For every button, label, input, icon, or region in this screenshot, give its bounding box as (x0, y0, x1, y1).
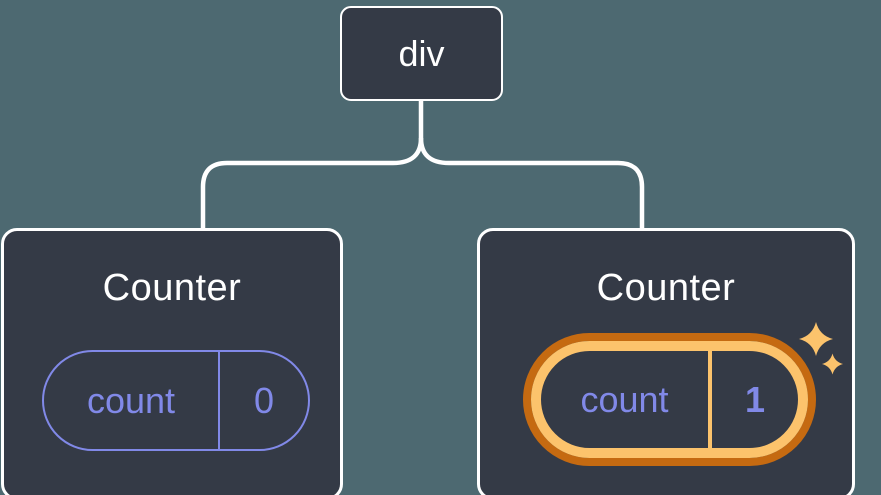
tree-node-div: div (340, 6, 503, 101)
tree-node-counter-1: Counter count 0 (1, 228, 343, 495)
counter-1-title: Counter (102, 267, 242, 309)
counter-1-state-key: count (86, 379, 176, 421)
counter-2-title: Counter (596, 267, 736, 309)
counter-2-state-key: count (580, 378, 669, 420)
counter-2-state-pill-inner-ring: count 1 (531, 341, 808, 458)
counter-2-state-pill-highlighted: count 1 (523, 333, 816, 466)
connector-left-branch (200, 100, 424, 228)
counter-1-state-value: 0 (218, 352, 308, 449)
tree-node-counter-2: Counter count 1 (477, 228, 855, 495)
counter-1-state-pill: count 0 (42, 350, 310, 451)
root-node-label: div (398, 32, 445, 74)
counter-2-state-value: 1 (708, 351, 798, 448)
connector-right-branch (418, 137, 645, 228)
